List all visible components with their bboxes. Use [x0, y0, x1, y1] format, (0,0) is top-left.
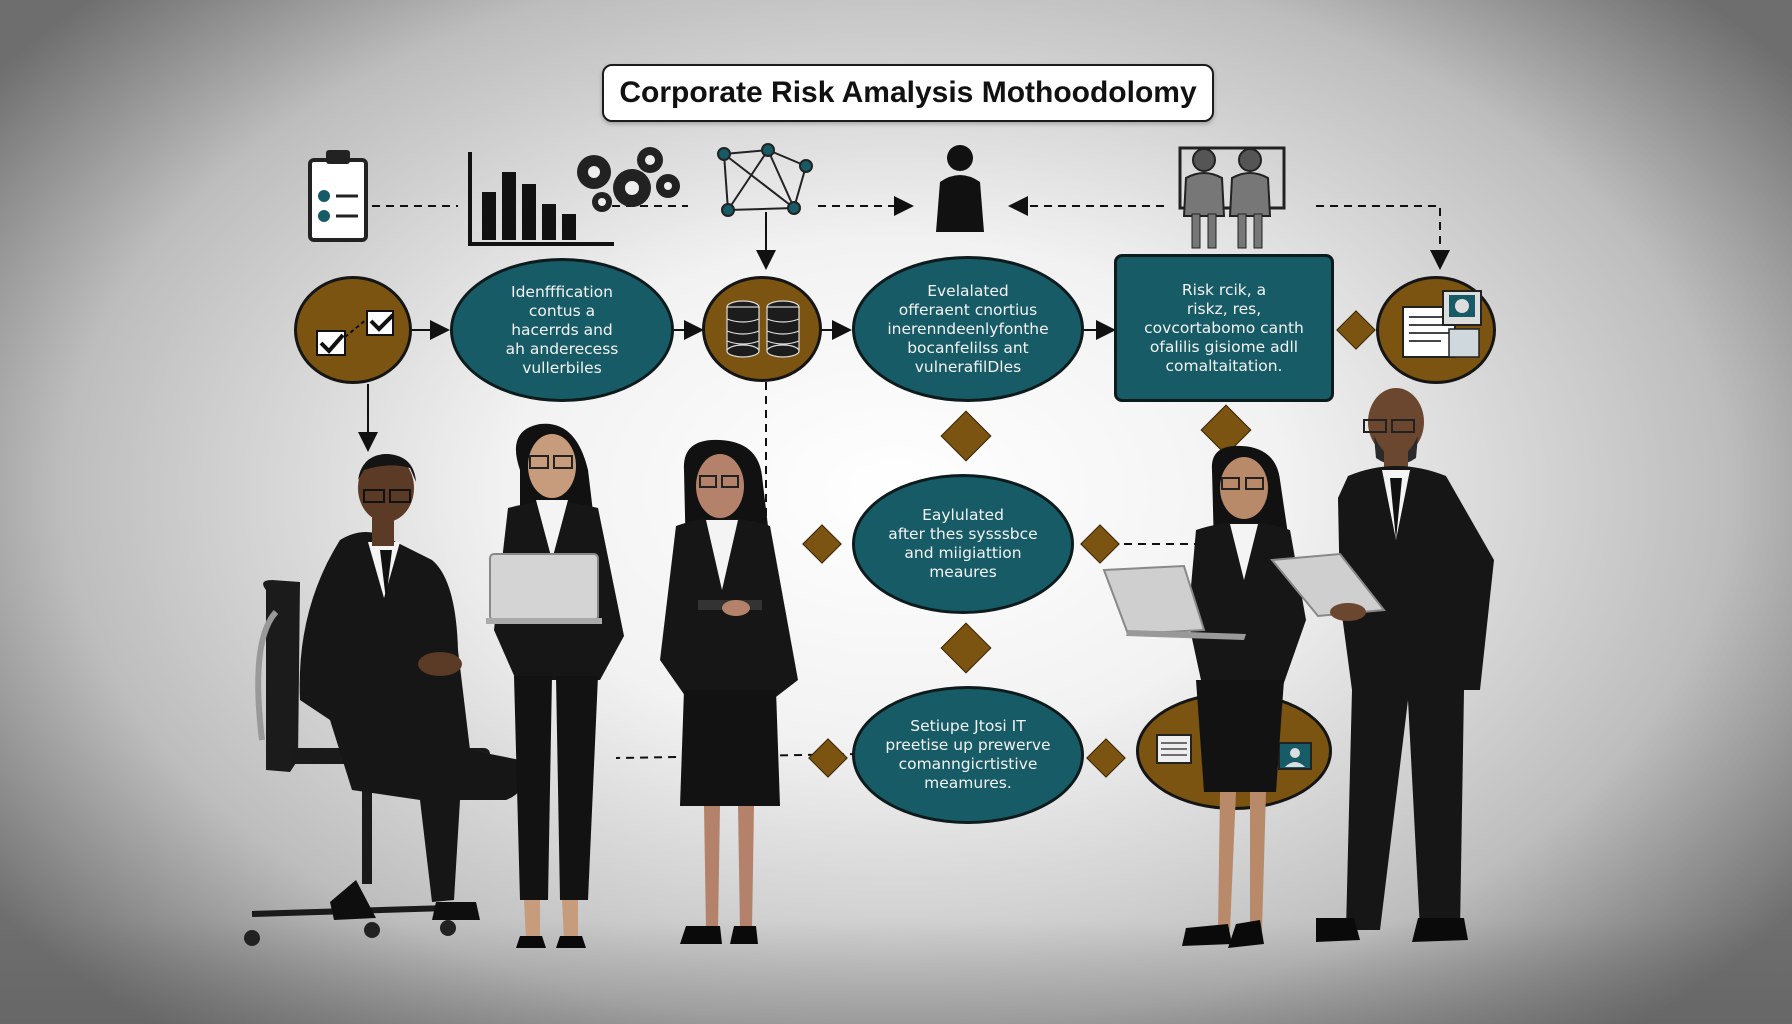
- document-monitor-icon: [1402, 290, 1482, 358]
- risk-box-node: Risk rcik, a riskz, res, covcortabomo ca…: [1114, 254, 1334, 402]
- evaluated-node-top: Evelalated offeraent cnortius inerenndee…: [852, 256, 1084, 402]
- page-title: Corporate Risk Amalysis Mothoodolomy: [602, 64, 1214, 122]
- desk-node: [1136, 692, 1332, 810]
- woman-laptop-figure-2: [1102, 445, 1306, 948]
- woman-laptop-figure-1: [486, 423, 624, 948]
- setup-node: Setiupe Jtosi IT preetise up prewerve co…: [852, 686, 1084, 824]
- network-icon: [717, 143, 813, 217]
- floor-shadow: [0, 920, 1792, 1024]
- checkbox-node: [294, 276, 412, 384]
- bar-chart-icon: [468, 152, 614, 246]
- seated-man-figure: [244, 454, 524, 946]
- document-node: [1376, 276, 1496, 384]
- evaluated-node-mid: Eaylulated after thes sysssbce and miigi…: [852, 474, 1074, 614]
- identification-node: Idenfffication contus a hacerrds and ah …: [450, 258, 674, 402]
- clipboard-icon: [308, 150, 368, 242]
- presenters-icon: [1178, 146, 1286, 249]
- database-node: [702, 276, 822, 382]
- database-icon: [726, 300, 800, 358]
- gears-icon: [577, 147, 680, 212]
- desk-screens-icon: [1156, 734, 1312, 770]
- checkbox-icon: [316, 310, 395, 356]
- bald-man-laptop-figure: [1270, 388, 1494, 942]
- person-icon: [936, 145, 984, 232]
- woman-tablet-figure: [660, 439, 798, 944]
